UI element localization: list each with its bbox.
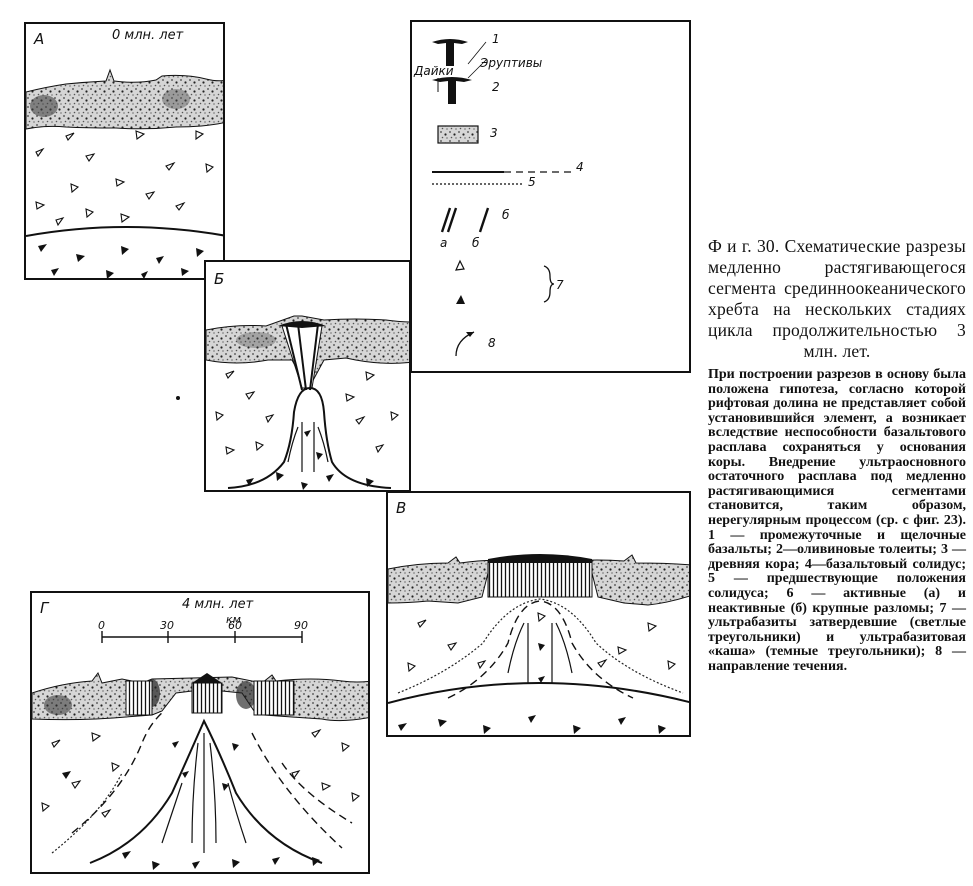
legend-num-6: б [502,208,510,222]
scale-tick-90: 90 [294,619,308,632]
legend-num-2: 2 [492,80,500,94]
panel-v: В [386,491,691,737]
solidus-dome [89,718,323,864]
panel-b-label: Б [214,270,225,288]
previous-solidus [397,598,684,694]
previous-solidus-left [71,710,165,834]
legend-num-1: 1 [492,32,500,46]
legend-num-4: 4 [576,160,584,174]
panel-a-drawing [26,68,223,278]
dark-triangles [38,244,204,278]
solidus-dome [227,386,392,489]
figure-caption: Ф и г. 30. Схематические разрезы медленн… [708,236,966,674]
ancient-crust-layer [388,554,689,606]
dike-swarm-left [125,680,153,716]
scale-tick-0: 0 [98,619,105,632]
caption-body: При построении разрезов в основу была по… [708,367,966,674]
solidus-line [388,682,689,704]
legend-dark-triangle [456,295,465,304]
legend-flow-arrow-8 [455,331,475,357]
legend-num-3: 3 [490,126,498,140]
scale-unit: км [226,613,241,626]
panel-a: А 0 млн. лет [24,22,225,280]
panel-g-title: 4 млн. лет [182,597,254,612]
flow-arrows [287,422,329,472]
scale-tick-60: 60 [228,619,242,632]
caption-title: Ф и г. 30. Схематические разрезы медленн… [708,236,966,361]
panel-g-drawing [32,631,368,870]
legend-num-5: 5 [528,175,536,189]
legend-sub-a: а [440,236,448,250]
previous-solidus-dotted [51,772,123,854]
dike-swarm-center [191,682,223,714]
legend-num-7: 7 [556,278,564,292]
legend-num-8: 8 [488,336,496,350]
legend-brace-7 [543,265,555,303]
legend-symbol-2 [432,77,472,104]
scale-tick-30: 30 [160,619,174,632]
legend-sub-b: б [472,236,480,250]
legend-symbol-1 [432,39,468,66]
legend-light-triangle [455,259,465,271]
legend-drawing [432,39,574,357]
panel-a-label: А [34,30,45,48]
panel-v-label: В [396,499,407,517]
legend-symbol-6 [440,207,490,233]
dike-swarm [487,560,593,598]
panel-b: Б [204,260,411,492]
legend-panel: 1 Эруптивы Дайки 2 3 4 5 б а б 7 8 [410,20,691,373]
eruptive-cap [278,321,326,328]
legend-symbol-3 [437,125,479,144]
panel-v-drawing [388,554,689,734]
ancient-crust-layer [26,68,223,130]
eruptive-cap [488,554,592,563]
panel-g: Г 4 млн. лет км 0 30 60 90 [30,591,370,874]
legend-eruptives: Эруптивы [480,56,543,70]
solidus-line [26,226,223,237]
stray-dot [176,396,180,400]
light-triangles [35,130,215,227]
dike-swarm-right [253,680,295,716]
panel-b-drawing [206,315,409,490]
panel-g-label: Г [40,599,49,617]
scale-bar [101,631,303,643]
legend-dikes: Дайки [414,64,454,78]
panel-a-title: 0 млн. лет [112,28,184,43]
